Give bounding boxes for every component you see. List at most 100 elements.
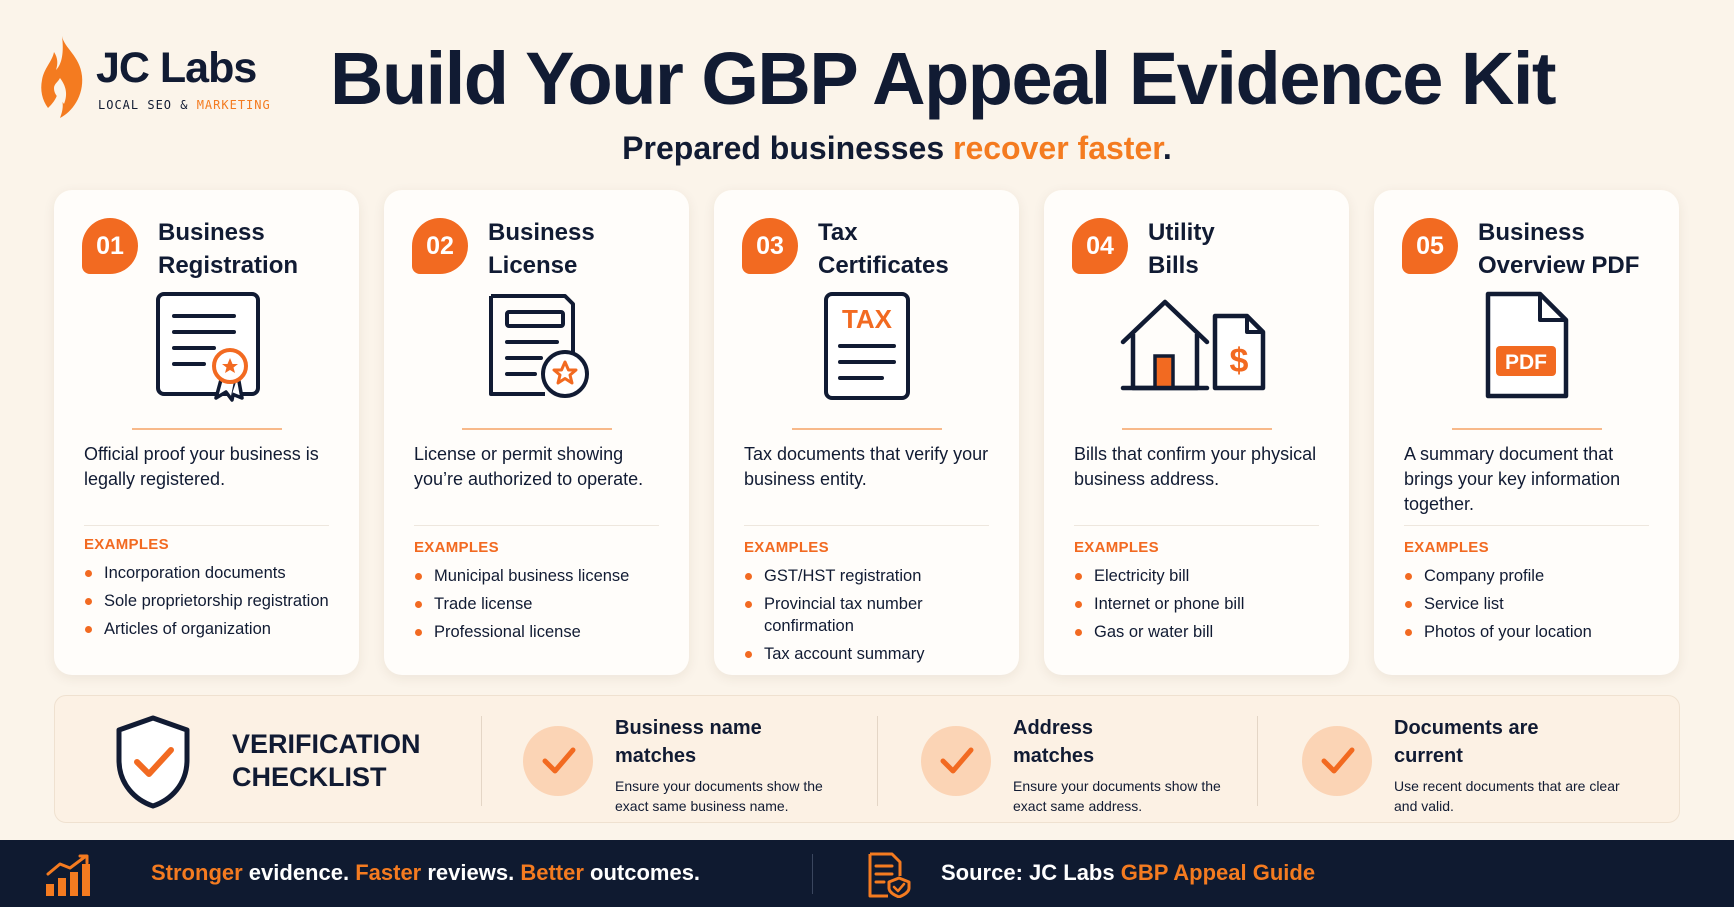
list-item: Tax account summary — [744, 643, 999, 665]
flame-icon — [41, 36, 83, 118]
card-rule — [84, 525, 329, 526]
examples-list: Incorporation documents Sole proprietors… — [84, 562, 339, 646]
card-title-line2: Registration — [158, 252, 299, 279]
list-item: Gas or water bill — [1074, 621, 1329, 643]
card-number-badge: 02 — [412, 218, 468, 274]
card-description: Official proof your business is legally … — [84, 444, 319, 489]
list-item: Professional license — [414, 621, 669, 643]
slogan-part: Better — [520, 860, 584, 885]
card-title-line2: Bills — [1148, 252, 1199, 279]
shield-check-icon — [116, 715, 190, 809]
card-title-line1: Utility — [1148, 219, 1215, 246]
source-guide-name: GBP Appeal Guide — [1120, 860, 1316, 885]
card-rule — [414, 525, 659, 526]
list-item: Municipal business license — [414, 565, 669, 587]
card-divider — [1452, 428, 1602, 430]
examples-list: GST/HST registration Provincial tax numb… — [744, 565, 999, 671]
certificate-icon — [54, 290, 359, 410]
divider — [877, 716, 878, 806]
check-item-title-line1: Documents are — [1394, 717, 1539, 739]
check-circle-icon — [523, 726, 593, 796]
document-shield-icon — [868, 852, 911, 898]
card-description: Bills that confirm your physical busines… — [1074, 444, 1317, 489]
card-title-line2: Overview PDF — [1478, 252, 1640, 279]
card-title-line2: License — [488, 252, 578, 279]
list-item: Articles of organization — [84, 618, 339, 640]
brand-tagline-part2: MARKETING — [196, 98, 271, 112]
brand-name: JC Labs — [96, 44, 257, 92]
slogan-part: Faster — [355, 860, 422, 885]
list-item: Photos of your location — [1404, 621, 1659, 643]
growth-chart-icon — [46, 854, 90, 896]
list-item: Internet or phone bill — [1074, 593, 1329, 615]
card-rule — [744, 525, 989, 526]
card-description: License or permit showing you’re authori… — [414, 444, 644, 489]
list-item: Trade license — [414, 593, 669, 615]
list-item: Company profile — [1404, 565, 1659, 587]
card-divider — [792, 428, 942, 430]
card-title-line2: Certificates — [818, 252, 949, 279]
list-item: Incorporation documents — [84, 562, 339, 584]
checklist-title-line2: CHECKLIST — [232, 762, 387, 792]
card-rule — [1404, 525, 1649, 526]
tax-document-icon: TAX — [714, 290, 1019, 410]
footer-bar: Stronger evidence. Faster reviews. Bette… — [0, 840, 1734, 907]
examples-list: Electricity bill Internet or phone bill … — [1074, 565, 1329, 649]
card-divider — [132, 428, 282, 430]
slogan-part: reviews. — [421, 860, 521, 885]
list-item: GST/HST registration — [744, 565, 999, 587]
check-item-description: Ensure your documents show the exact sam… — [615, 778, 823, 814]
check-circle-icon — [921, 726, 991, 796]
check-circle-icon — [1302, 726, 1372, 796]
pdf-icon: PDF — [1374, 290, 1679, 410]
check-item-title-line2: matches — [1013, 745, 1095, 767]
check-item-title-line2: matches — [615, 745, 697, 767]
card-title-line1: Business — [158, 219, 265, 246]
dollar-icon-label: $ — [1229, 342, 1248, 380]
check-item-title-line2: current — [1394, 745, 1463, 767]
page-title: Build Your GBP Appeal Evidence Kit — [330, 37, 1557, 120]
card-rule — [1074, 525, 1319, 526]
tax-icon-label: TAX — [841, 304, 892, 334]
brand-logo: JC Labs LOCAL SEO & MARKETING — [34, 34, 294, 120]
card-divider — [1122, 428, 1272, 430]
slogan-part: outcomes. — [583, 860, 701, 885]
pdf-icon-label: PDF — [1505, 351, 1547, 374]
footer-divider — [812, 854, 813, 894]
footer-slogan: Stronger evidence. Faster reviews. Bette… — [151, 860, 700, 886]
divider — [1257, 716, 1258, 806]
divider — [481, 716, 482, 806]
list-item: Sole proprietorship registration — [84, 590, 339, 612]
card-number-badge: 01 — [82, 218, 138, 274]
page-subtitle: Prepared businesses recover faster. — [0, 130, 1734, 167]
card-description: Tax documents that verify your business … — [744, 444, 989, 489]
examples-label: EXAMPLES — [414, 539, 499, 556]
source-label: Source: JC Labs — [941, 860, 1121, 885]
slogan-part: evidence. — [242, 860, 356, 885]
card-description: A summary document that brings your key … — [1404, 444, 1621, 514]
footer-source: Source: JC Labs GBP Appeal Guide — [941, 860, 1315, 886]
card-title-line1: Business — [1478, 219, 1585, 246]
examples-list: Company profile Service list Photos of y… — [1404, 565, 1659, 649]
examples-label: EXAMPLES — [744, 539, 829, 556]
list-item: Provincial tax number confirmation — [744, 593, 999, 637]
checklist-title-line1: VERIFICATION — [232, 729, 421, 759]
card-number-badge: 03 — [742, 218, 798, 274]
card-divider — [462, 428, 612, 430]
